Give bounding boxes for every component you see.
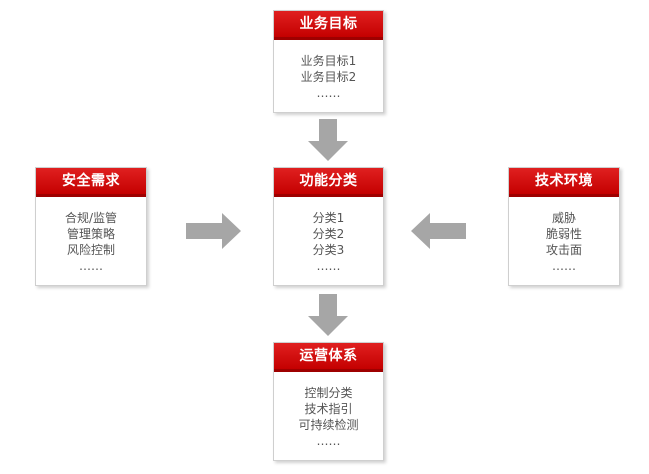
security-requirements-title: 安全需求 <box>36 168 146 197</box>
list-item: 攻击面 <box>545 243 582 257</box>
arrow-right-icon <box>186 213 241 249</box>
business-goals-box: 业务目标 业务目标1 业务目标2 …… <box>273 10 384 113</box>
function-classification-list: 分类1 分类2 分类3 …… <box>274 197 383 274</box>
list-item: 脆弱性 <box>545 227 582 241</box>
list-item: 业务目标2 <box>300 70 357 84</box>
business-goals-list: 业务目标1 业务目标2 …… <box>274 40 383 101</box>
operations-system-title: 运营体系 <box>274 343 383 372</box>
list-item: …… <box>552 259 576 273</box>
technical-environment-box: 技术环境 威胁 脆弱性 攻击面 …… <box>508 167 620 286</box>
operations-system-box: 运营体系 控制分类 技术指引 可持续检测 …… <box>273 342 384 461</box>
list-item: …… <box>316 86 341 100</box>
list-item: 技术指引 <box>304 402 353 416</box>
list-item: 分类1 <box>312 211 345 225</box>
operations-system-list: 控制分类 技术指引 可持续检测 …… <box>274 372 383 449</box>
function-classification-box: 功能分类 分类1 分类2 分类3 …… <box>273 167 384 286</box>
list-item: 合规/监管 <box>64 211 118 225</box>
technical-environment-title: 技术环境 <box>509 168 619 197</box>
arrow-down-icon <box>308 119 348 161</box>
list-item: …… <box>79 259 103 273</box>
list-item: …… <box>316 434 341 448</box>
arrow-left-icon <box>411 213 466 249</box>
security-requirements-list: 合规/监管 管理策略 风险控制 …… <box>36 197 146 274</box>
list-item: 分类3 <box>312 243 345 257</box>
list-item: 分类2 <box>312 227 345 241</box>
list-item: 威胁 <box>551 211 576 225</box>
function-classification-title: 功能分类 <box>274 168 383 197</box>
list-item: 风险控制 <box>66 243 115 257</box>
business-goals-title: 业务目标 <box>274 11 383 40</box>
technical-environment-list: 威胁 脆弱性 攻击面 …… <box>509 197 619 274</box>
list-item: 管理策略 <box>66 227 115 241</box>
list-item: …… <box>316 259 341 273</box>
list-item: 控制分类 <box>304 386 353 400</box>
list-item: 业务目标1 <box>300 54 357 68</box>
security-requirements-box: 安全需求 合规/监管 管理策略 风险控制 …… <box>35 167 147 286</box>
arrow-down-icon <box>308 294 348 336</box>
list-item: 可持续检测 <box>298 418 359 432</box>
